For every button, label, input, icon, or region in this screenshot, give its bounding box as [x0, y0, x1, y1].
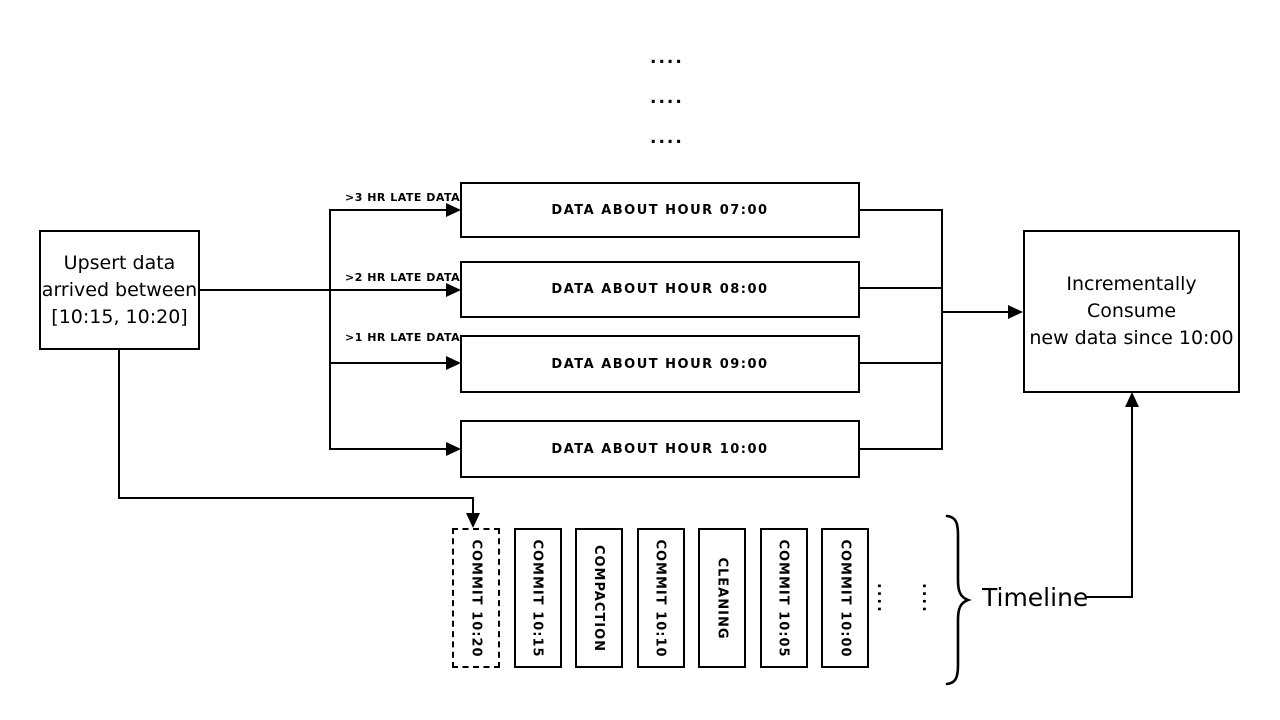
consume-line-2: new data since 10:00: [1029, 327, 1234, 349]
upsert-to-timeline-drop: [472, 497, 474, 514]
consume-line-1: Incrementally Consume: [1066, 273, 1197, 322]
arrowhead-hour08: [446, 283, 461, 297]
timeline-to-consumer-horizontal: [1085, 596, 1133, 598]
timeline-entry-commit-1005: COMMIT 10:05: [759, 528, 808, 668]
timeline-entry-label: COMMIT 10:20: [468, 538, 484, 658]
connector-upsert-to-branch: [200, 289, 446, 291]
hour-box-0800: DATA ABOUT HOUR 08:00: [460, 261, 860, 318]
branch-line-hour09: [329, 362, 446, 364]
arrowhead-hour07: [446, 203, 461, 217]
connector-to-consumer: [941, 311, 1009, 313]
continuation-dots: ....: [650, 48, 684, 68]
incremental-consume-box: Incrementally Consume new data since 10:…: [1023, 230, 1240, 393]
upsert-data-text: Upsert data arrived between [10:15, 10:2…: [42, 250, 197, 331]
arrowhead-hour09: [446, 356, 461, 370]
timeline-entry-label: COMMIT 10:10: [653, 538, 669, 658]
timeline-entry-commit-1010: COMMIT 10:10: [636, 528, 685, 668]
hour-box-label: DATA ABOUT HOUR 07:00: [551, 202, 769, 218]
hour-box-label: DATA ABOUT HOUR 08:00: [551, 282, 769, 297]
branch-line-hour08: [329, 289, 446, 291]
collector-line-hour07: [860, 209, 943, 211]
timeline-entry-label: COMPACTION: [591, 544, 607, 652]
timeline-entry-label: COMMIT 10:15: [530, 538, 546, 658]
upsert-to-timeline-vertical: [118, 350, 120, 499]
hour-box-label: DATA ABOUT HOUR 10:00: [551, 441, 769, 457]
timeline-entry-compaction: COMPACTION: [575, 528, 623, 668]
upsert-to-timeline-horizontal: [118, 497, 474, 499]
incremental-consume-text: Incrementally Consume new data since 10:…: [1025, 271, 1238, 352]
upsert-line-1: Upsert data: [63, 251, 176, 274]
collector-line-hour10: [860, 448, 943, 450]
timeline-label: Timeline: [982, 583, 1089, 612]
hour-box-1000: DATA ABOUT HOUR 10:00: [460, 420, 860, 478]
hour-box-0900: DATA ABOUT HOUR 09:00: [460, 335, 860, 393]
arrowhead-commit-1020: [466, 513, 480, 528]
hour-box-0700: DATA ABOUT HOUR 07:00: [460, 182, 860, 238]
vertical-ellipsis-icon: ....: [919, 583, 937, 614]
upsert-data-box: Upsert data arrived between [10:15, 10:2…: [39, 230, 200, 350]
arrowhead-consumer: [1008, 305, 1023, 319]
late-data-label-2hr: >2 HR LATE DATA: [345, 271, 461, 284]
arrowhead-from-timeline: [1125, 392, 1139, 407]
continuation-dots: ....: [650, 88, 684, 108]
timeline-entry-commit-1000: COMMIT 10:00: [821, 528, 869, 668]
collector-line-hour09: [860, 362, 943, 364]
timeline-brace-icon: [945, 514, 972, 686]
timeline-entry-label: CLEANING: [714, 556, 730, 640]
continuation-dots: ....: [650, 128, 684, 148]
upsert-line-3: [10:15, 10:20]: [51, 305, 188, 328]
timeline-row: COMMIT 10:20 COMMIT 10:15 COMPACTION COM…: [452, 528, 869, 668]
vertical-ellipsis-icon: ....: [874, 583, 892, 614]
branch-line-hour10: [329, 448, 446, 450]
late-data-label-3hr: >3 HR LATE DATA: [345, 191, 461, 204]
branch-line-hour07: [329, 209, 446, 211]
timeline-entry-cleaning: CLEANING: [698, 528, 746, 668]
collector-vertical-line: [941, 209, 943, 450]
late-data-label-1hr: >1 HR LATE DATA: [345, 331, 461, 344]
timeline-entry-label: COMMIT 10:05: [776, 538, 792, 658]
hour-box-label: DATA ABOUT HOUR 09:00: [551, 356, 769, 372]
timeline-entry-label: COMMIT 10:00: [837, 538, 853, 658]
arrowhead-hour10: [446, 442, 461, 456]
timeline-entry-commit-1015: COMMIT 10:15: [513, 528, 562, 668]
upsert-line-2: arrived between: [41, 278, 198, 301]
timeline-entry-commit-1020: COMMIT 10:20: [452, 528, 500, 668]
timeline-to-consumer-vertical: [1131, 406, 1133, 598]
collector-line-hour08: [860, 287, 943, 289]
branch-vertical-line: [329, 209, 331, 450]
